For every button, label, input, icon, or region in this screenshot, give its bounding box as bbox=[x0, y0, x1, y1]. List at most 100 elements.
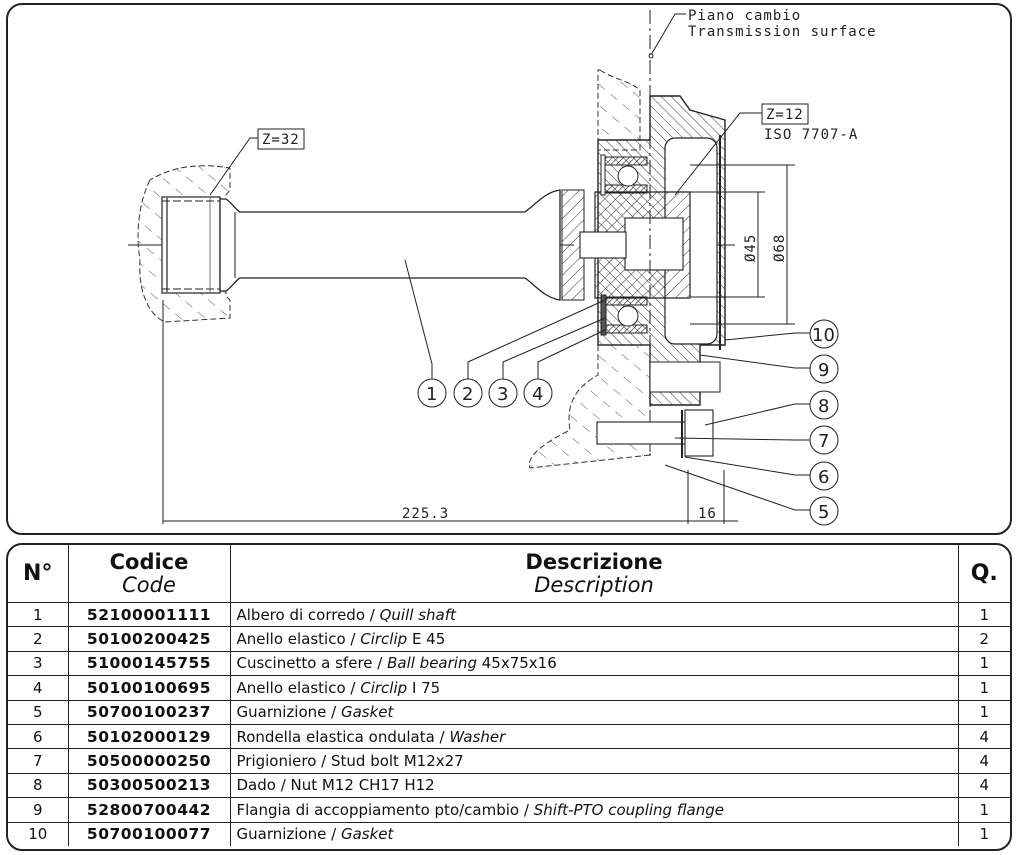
part-quantity: 4 bbox=[957, 748, 1010, 774]
callout-group-right bbox=[664, 319, 839, 526]
part-description-en: Quill shaft bbox=[379, 605, 456, 624]
part-description-it: Anello elastico / bbox=[236, 630, 361, 649]
part-quantity: 1 bbox=[957, 675, 1010, 701]
transmission-surface-label-en: Transmission surface bbox=[688, 24, 877, 40]
part-description-it: Flangia di accoppiamento pto/cambio / bbox=[236, 800, 534, 819]
transmission-surface-label-it: Piano cambio bbox=[688, 8, 801, 24]
part-number: 5 bbox=[8, 699, 69, 725]
part-description-it: Anello elastico / bbox=[236, 678, 361, 697]
callout-7: 7 bbox=[818, 431, 829, 452]
dimension-flange-width: 16 bbox=[698, 506, 717, 522]
part-description: Anello elastico / Circlip E 45 bbox=[229, 626, 959, 652]
part-code: 51000145755 bbox=[67, 650, 231, 677]
dimension-outer-diameter: Ø68 bbox=[772, 234, 788, 262]
part-description-en: Shift-PTO coupling flange bbox=[533, 800, 724, 819]
part-description-en: Circlip bbox=[360, 630, 408, 649]
part-description-it: Dado / Nut M12 CH17 H12 bbox=[236, 776, 435, 795]
part-code: 50100100695 bbox=[67, 675, 231, 701]
part-quantity: 1 bbox=[957, 797, 1010, 823]
part-number: 6 bbox=[8, 723, 69, 750]
header-description-en: Description bbox=[534, 572, 654, 597]
part-description-it: Cuscinetto a sfere / bbox=[236, 654, 388, 673]
parts-list-table: N° Codice Code Descrizione Description Q… bbox=[6, 543, 1012, 851]
part-code: 50102000129 bbox=[67, 723, 231, 750]
callout-1: 1 bbox=[426, 384, 437, 405]
part-description: Prigioniero / Stud bolt M12x27 bbox=[229, 748, 959, 774]
part-description-en: Gasket bbox=[340, 703, 394, 722]
part-code: 50300500213 bbox=[67, 772, 231, 799]
part-number: 8 bbox=[8, 772, 69, 799]
part-description-it: Guarnizione / bbox=[236, 703, 341, 722]
part-description-spec: E 45 bbox=[407, 630, 446, 649]
callout-5: 5 bbox=[818, 502, 829, 523]
callout-6: 6 bbox=[818, 467, 829, 488]
header-description: Descrizione Description bbox=[229, 545, 959, 603]
part-number: 3 bbox=[8, 650, 69, 677]
part-quantity: 2 bbox=[957, 626, 1010, 652]
part-description-it: Albero di corredo / bbox=[236, 605, 380, 624]
callout-10: 10 bbox=[812, 325, 835, 346]
part-description: Flangia di accoppiamento pto/cambio / Sh… bbox=[229, 797, 959, 823]
part-description-it: Guarnizione / bbox=[236, 825, 341, 844]
part-code: 52800700442 bbox=[67, 797, 231, 823]
part-number: 7 bbox=[8, 748, 69, 774]
header-code: Codice Code bbox=[67, 545, 231, 603]
part-number: 2 bbox=[8, 626, 69, 652]
dimension-lines bbox=[162, 164, 795, 524]
part-description: Anello elastico / Circlip I 75 bbox=[229, 675, 959, 701]
spline-left-label: Z=32 bbox=[262, 132, 300, 148]
quill-shaft-assembly-drawing: Ø45 Ø68 225.3 16 Piano cambio Transmissi… bbox=[128, 8, 877, 526]
part-code: 52100001111 bbox=[67, 601, 231, 628]
header-number: N° bbox=[8, 545, 69, 603]
part-description-it: Prigioniero / Stud bolt M12x27 bbox=[236, 752, 464, 771]
header-code-en: Code bbox=[122, 572, 176, 597]
part-description: Dado / Nut M12 CH17 H12 bbox=[229, 772, 959, 799]
part-quantity: 4 bbox=[957, 723, 1010, 750]
part-code: 50700100237 bbox=[67, 699, 231, 725]
table-header-row: N° Codice Code Descrizione Description Q… bbox=[8, 545, 1010, 603]
part-number: 4 bbox=[8, 675, 69, 701]
part-description-it: Rondella elastica ondulata / bbox=[236, 727, 450, 746]
part-code: 50100200425 bbox=[67, 626, 231, 652]
callout-8: 8 bbox=[818, 396, 829, 417]
part-description-en: Ball bearing bbox=[387, 654, 477, 673]
dimension-inner-diameter: Ø45 bbox=[743, 234, 759, 262]
callout-9: 9 bbox=[818, 360, 829, 381]
part-number: 9 bbox=[8, 797, 69, 823]
part-quantity: 1 bbox=[957, 699, 1010, 725]
callout-group-left bbox=[404, 259, 606, 408]
dimension-length: 225.3 bbox=[402, 506, 449, 522]
part-description: Guarnizione / Gasket bbox=[229, 821, 959, 846]
part-description-en: Circlip bbox=[360, 678, 408, 697]
part-number: 1 bbox=[8, 601, 69, 628]
part-code: 50700100077 bbox=[67, 821, 231, 846]
part-description: Albero di corredo / Quill shaft bbox=[229, 601, 959, 628]
part-quantity: 1 bbox=[957, 821, 1010, 846]
left-housing bbox=[137, 165, 231, 323]
part-description-en: Gasket bbox=[340, 825, 394, 844]
callout-3: 3 bbox=[497, 384, 508, 405]
header-description-it: Descrizione bbox=[525, 550, 663, 575]
callout-2: 2 bbox=[462, 384, 473, 405]
header-code-it: Codice bbox=[109, 550, 189, 575]
ball-bearing-bottom bbox=[600, 294, 648, 336]
part-quantity: 4 bbox=[957, 772, 1010, 799]
spline-right-label: Z=12 bbox=[766, 107, 804, 123]
spline-standard-label: ISO 7707-A bbox=[764, 127, 858, 143]
part-quantity: 1 bbox=[957, 650, 1010, 677]
part-description: Rondella elastica ondulata / Washer bbox=[229, 723, 959, 750]
part-code: 50500000250 bbox=[67, 748, 231, 774]
callout-4: 4 bbox=[532, 384, 543, 405]
part-number: 10 bbox=[8, 821, 69, 846]
part-description: Guarnizione / Gasket bbox=[229, 699, 959, 725]
